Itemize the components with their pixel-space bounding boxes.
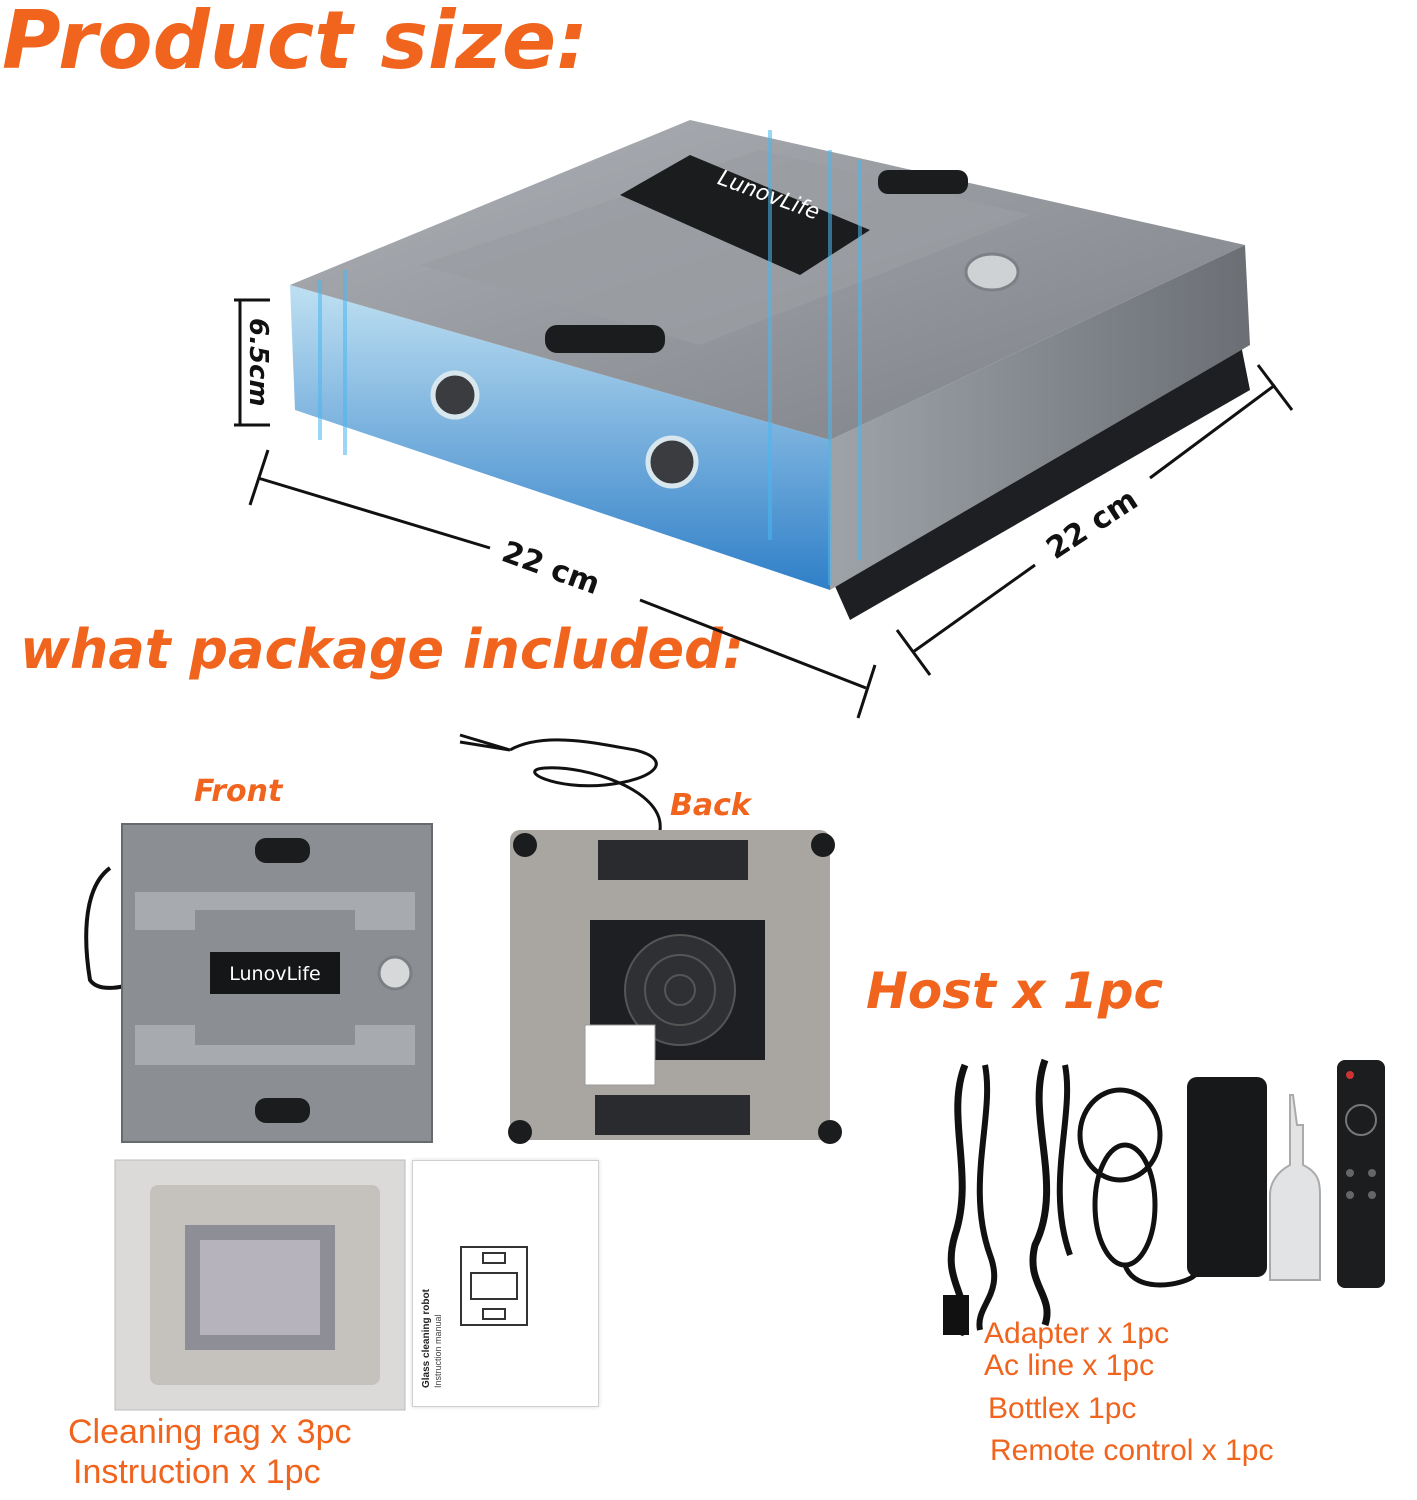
adapter-icon [1187, 1077, 1267, 1277]
power-icon [964, 252, 1020, 292]
depth-dimension-line [895, 364, 1294, 676]
accessory-item-instruction: Instruction x 1pc [73, 1453, 321, 1491]
accessories-illustration [943, 1058, 1385, 1337]
manual-title: Glass cleaning robot [421, 1289, 432, 1388]
width-dimension-line [248, 449, 877, 719]
robot-body [290, 120, 1250, 620]
bottle-icon [1269, 1094, 1321, 1281]
package-included-heading: what package included: [20, 618, 745, 681]
accessory-item-adapter: Adapter x 1pc [984, 1317, 1170, 1350]
height-label: 6.5cm [243, 318, 273, 407]
robot-back-view [459, 733, 842, 1144]
host-quantity-label: Host x 1pc [866, 962, 1164, 1020]
ac-cord-icon [947, 1063, 969, 1337]
robot-dimension-illustration: LunovLife 6.5cm 22 cm 22 cm [234, 120, 1294, 719]
cable-icon [459, 733, 667, 837]
instruction-manual: Glass cleaning robot Instruction manual [412, 1160, 599, 1407]
front-brand-text: LunovLife [229, 963, 320, 985]
robot-front-view: LunovLife [84, 823, 433, 1143]
accessory-item-bottle: Bottlex 1pc [988, 1392, 1137, 1425]
manual-diagram-icon [460, 1246, 528, 1326]
product-size-heading: Product size: [2, 0, 589, 87]
accessory-item-ac-line: Ac line x 1pc [984, 1349, 1155, 1382]
accessory-item-remote-control: Remote control x 1pc [990, 1434, 1274, 1467]
width-label: 22 cm [497, 535, 604, 603]
accessory-list-left: Cleaning rag x 3pc Instruction x 1pc [68, 1412, 352, 1492]
height-dimension-line [234, 298, 270, 427]
front-label: Front [194, 774, 283, 809]
power-button-icon [377, 955, 413, 991]
manual-subtitle: Instruction manual [433, 1314, 443, 1388]
accessory-item-cleaning-rag: Cleaning rag x 3pc [68, 1413, 352, 1451]
remote-control-icon [1337, 1060, 1385, 1288]
cleaning-rag-package [114, 1159, 406, 1411]
back-label: Back [670, 788, 751, 823]
accessory-list-right: Adapter x 1pc Ac line x 1pc Bottlex 1pc … [984, 1318, 1273, 1472]
